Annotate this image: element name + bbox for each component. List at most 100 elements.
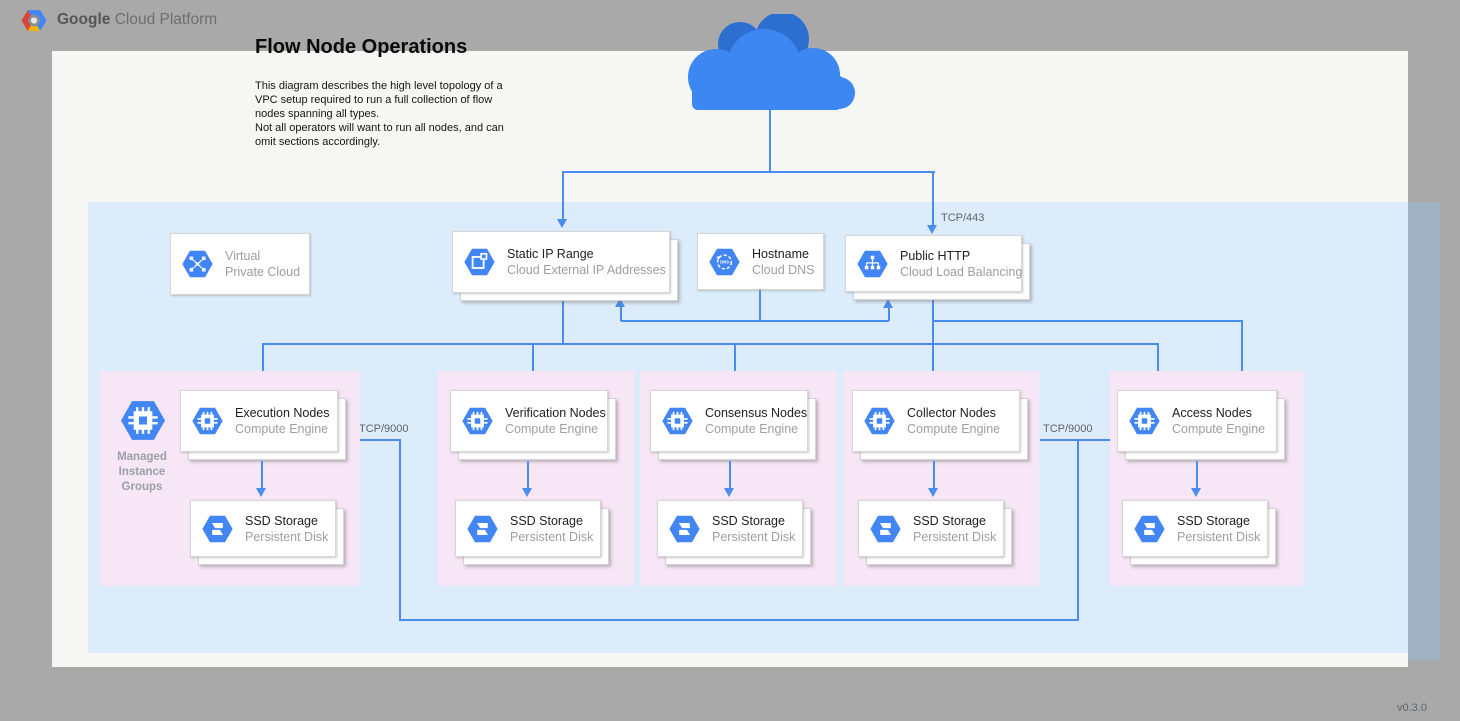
edge-to-public-http: [932, 171, 934, 226]
version-label: v0.3.0: [1397, 702, 1427, 714]
edge-9000-to-access: [1241, 321, 1243, 380]
arrowhead-execution-ssd: [256, 488, 266, 497]
vpc-line1: Virtual: [225, 249, 261, 263]
edge-bus-to-consensus: [734, 344, 736, 380]
execution-nodes-subtitle: Compute Engine: [235, 422, 329, 436]
arrowhead-collector-ssd: [928, 488, 938, 497]
brand-cloud-platform: Cloud Platform: [110, 11, 218, 28]
edge-bus-to-access: [1157, 344, 1159, 380]
static-ip-subtitle: Cloud External IP Addresses: [507, 263, 666, 277]
compute-engine-icon: [461, 406, 494, 436]
vpc-line2: Private Cloud: [225, 265, 301, 279]
external-ip-icon: [463, 247, 496, 277]
ssd-title: SSD Storage: [913, 513, 986, 528]
compute-engine-icon: [863, 406, 896, 436]
port-label-collector-tcp9000: TCP/9000: [1043, 423, 1093, 435]
managed-instance-groups-label: Managed Instance Groups: [117, 451, 167, 493]
internet-cloud-icon: [688, 14, 855, 110]
arrowhead-up-public-http: [883, 299, 893, 308]
vpc-region-overhang: [1408, 202, 1440, 660]
arrowhead-to-static-ip: [557, 219, 567, 228]
ssd-subtitle: Persistent Disk: [510, 529, 594, 544]
access-nodes-subtitle: Compute Engine: [1172, 422, 1266, 436]
compute-engine-icon: [1128, 406, 1161, 436]
edge-up-public-http: [888, 308, 890, 321]
arrowhead-up-static-ip: [615, 298, 625, 307]
edge-9000-left-up: [399, 440, 401, 620]
vpc-icon: [181, 249, 214, 279]
load-balancing-icon: [856, 249, 889, 279]
arrowhead-to-public-http: [927, 225, 937, 234]
arrowhead-consensus-ssd: [724, 488, 734, 497]
consensus-nodes-title: Consensus Nodes: [705, 406, 808, 420]
hostname-subtitle: Cloud DNS: [752, 262, 815, 277]
persistent-disk-icon: [668, 514, 701, 544]
edge-collector-to-ssd: [933, 461, 935, 489]
ssd-title: SSD Storage: [712, 513, 785, 528]
arrowhead-verification-ssd: [522, 488, 532, 497]
port-label-tcp443: TCP/443: [941, 212, 985, 224]
persistent-disk-icon: [201, 514, 234, 544]
edge-main-bus: [262, 343, 1159, 345]
ssd-title: SSD Storage: [1177, 513, 1250, 528]
persistent-disk-icon: [1133, 514, 1166, 544]
execution-nodes-title: Execution Nodes: [235, 406, 330, 420]
collector-nodes-title: Collector Nodes: [907, 406, 996, 420]
edge-dns-return: [621, 320, 889, 322]
brand-title: Google Cloud Platform: [57, 11, 217, 29]
compute-engine-icon: [191, 406, 224, 436]
edge-consensus-to-ssd: [729, 461, 731, 489]
public-http-title: Public HTTP: [900, 248, 971, 263]
edge-http-9000-right: [933, 320, 1243, 322]
compute-engine-icon: [661, 406, 694, 436]
edge-access-to-ssd: [1196, 461, 1198, 489]
edge-to-execution-9000: [355, 439, 401, 441]
arrowhead-access-ssd: [1191, 488, 1201, 497]
edge-verification-to-ssd: [527, 461, 529, 489]
static-ip-title: Static IP Range: [507, 247, 594, 261]
edge-execution-to-ssd: [261, 461, 263, 489]
edge-top-bus: [562, 171, 935, 173]
edge-public-http-to-collector: [932, 293, 934, 380]
description-text: This diagram describes the high level to…: [255, 80, 504, 148]
ssd-subtitle: Persistent Disk: [1177, 529, 1261, 544]
collector-nodes-subtitle: Compute Engine: [907, 422, 1001, 436]
ssd-title: SSD Storage: [245, 513, 318, 528]
managed-instance-groups-icon: [119, 399, 167, 442]
verification-nodes-subtitle: Compute Engine: [505, 422, 599, 436]
edge-hostname-down: [759, 290, 761, 321]
ssd-subtitle: Persistent Disk: [913, 529, 997, 544]
consensus-nodes-subtitle: Compute Engine: [705, 422, 799, 436]
edge-bus-to-verification: [532, 344, 534, 380]
ssd-title: SSD Storage: [510, 513, 583, 528]
ssd-subtitle: Persistent Disk: [712, 529, 796, 544]
edge-cloud-stem: [769, 110, 771, 172]
edge-to-static-ip: [562, 171, 564, 220]
cloud-dns-icon: [708, 247, 741, 277]
access-nodes-title: Access Nodes: [1172, 406, 1252, 420]
ssd-subtitle: Persistent Disk: [245, 529, 329, 544]
edge-9000-branch-down: [1077, 440, 1079, 621]
persistent-disk-icon: [869, 514, 902, 544]
port-label-execution-tcp9000: TCP/9000: [359, 423, 409, 435]
brand-google: Google: [57, 11, 111, 28]
public-http-subtitle: Cloud Load Balancing: [900, 264, 1023, 279]
edge-up-static-ip: [620, 307, 622, 321]
edge-static-ip-down: [562, 301, 564, 344]
hostname-title: Hostname: [752, 246, 809, 261]
